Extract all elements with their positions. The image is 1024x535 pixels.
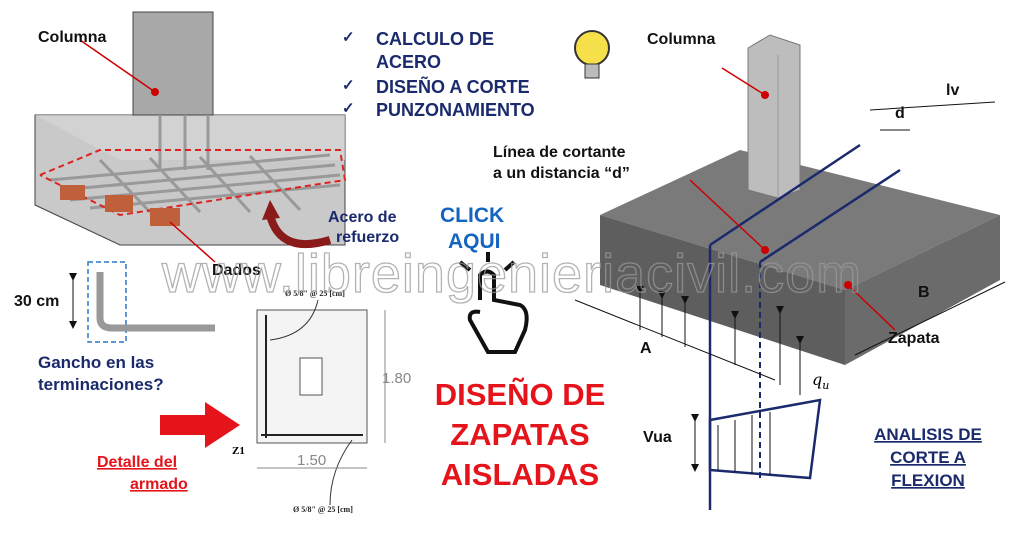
analysis-label-3: FLEXION (891, 471, 965, 490)
vua-label: Vua (643, 429, 672, 446)
main-title-2: ZAPATAS (450, 417, 590, 452)
checklist-item: ACERO (376, 52, 441, 72)
dados-label: Dados (212, 262, 261, 279)
analysis-label-2: CORTE A (890, 448, 966, 467)
acero-label-2: refuerzo (336, 229, 399, 246)
shear-line-label-2: a un distancia “d” (493, 165, 630, 182)
zapata-label: Zapata (888, 330, 940, 347)
detalle-label-1: Detalle del (97, 454, 177, 471)
a-label: A (640, 340, 652, 357)
right-footing-drawing (574, 34, 1006, 510)
hook-drawing (69, 261, 215, 343)
watermark: www.libreingenieriacivil.com (161, 244, 862, 304)
lv-label: lv (946, 82, 959, 99)
checkmark-icon: ✓ (342, 29, 355, 46)
plan-height: 1.80 (382, 370, 411, 387)
rebar-top-spec: Ø 5/8" @ 25 [cm] (285, 289, 345, 298)
click-here-button[interactable]: CLICK (440, 204, 504, 227)
main-title-1: DISEÑO DE (435, 377, 606, 412)
gancho-question-1: Gancho en las (38, 353, 154, 372)
b-label: B (918, 284, 930, 301)
click-here-button-2[interactable]: AQUI (448, 230, 501, 253)
left-footing-drawing (34, 11, 347, 263)
shear-line-label-1: Línea de cortante (493, 144, 626, 161)
pointer-hand-icon[interactable] (458, 252, 529, 354)
right-column-label: Columna (647, 31, 716, 48)
analysis-label-1: ANALISIS DE (874, 425, 982, 444)
main-title-3: AISLADAS (441, 457, 599, 492)
acero-label-1: Acero de (328, 209, 397, 226)
rebar-bottom-spec: Ø 5/8" @ 25 [cm] (293, 505, 353, 514)
checkmark-icon: ✓ (342, 100, 355, 117)
detalle-label-2: armado (130, 476, 188, 493)
red-arrow-icon (160, 402, 240, 448)
checkmark-icon: ✓ (342, 77, 355, 94)
plan-detail-drawing (256, 299, 386, 506)
hook-dimension: 30 cm (14, 293, 59, 310)
checklist-item: CALCULO DE (376, 29, 494, 49)
d-label: d (895, 105, 905, 122)
lightbulb-icon (574, 30, 610, 79)
left-column-label: Columna (38, 29, 107, 46)
plan-width: 1.50 (297, 452, 326, 469)
checklist-item: DISEÑO A CORTE (376, 76, 530, 97)
checklist: ✓ CALCULO DE ACERO ✓ DISEÑO A CORTE ✓ PU… (342, 29, 535, 120)
plan-id: Z1 (232, 445, 245, 457)
gancho-question-2: terminaciones? (38, 375, 164, 394)
checklist-item: PUNZONAMIENTO (376, 100, 535, 120)
qu-label: qu (812, 370, 829, 392)
